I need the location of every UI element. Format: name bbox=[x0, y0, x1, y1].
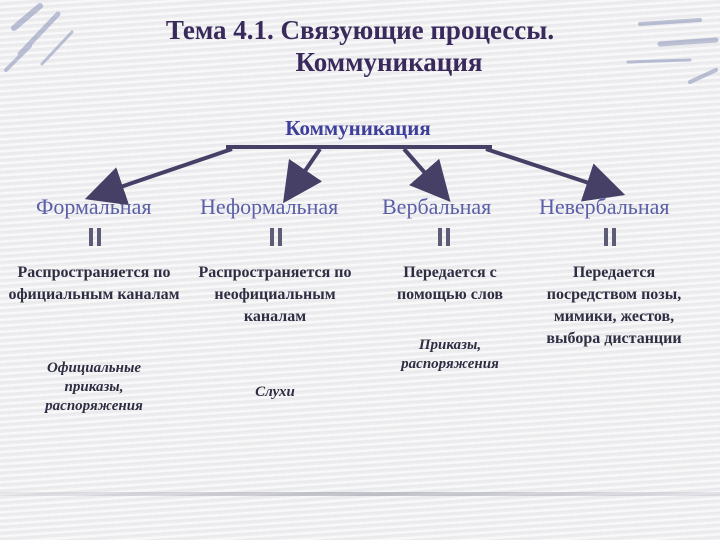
description-verbal: Передается с помощью слов bbox=[372, 262, 528, 306]
arrow-to-informal bbox=[292, 149, 320, 190]
equals-icon bbox=[89, 228, 103, 246]
example-formal: Официальные приказы, распоряжения bbox=[24, 359, 164, 416]
description-informal: Распространяется по неофициальным канала… bbox=[186, 262, 364, 328]
description-nonverbal: Передается посредством позы, мимики, жес… bbox=[532, 262, 696, 350]
example-verbal: Приказы, распоряжения bbox=[378, 336, 522, 374]
equals-icon bbox=[270, 228, 284, 246]
category-informal: Неформальная bbox=[200, 194, 338, 220]
category-formal: Формальная bbox=[36, 194, 151, 220]
equals-icon bbox=[438, 228, 452, 246]
arrow-to-formal bbox=[100, 149, 232, 194]
description-formal: Распространяется по официальным каналам bbox=[4, 262, 184, 306]
arrow-to-verbal bbox=[404, 149, 440, 190]
arrow-to-nonverbal bbox=[486, 149, 610, 190]
category-nonverbal: Невербальная bbox=[539, 194, 670, 220]
bottom-divider bbox=[0, 492, 720, 496]
equals-icon bbox=[604, 228, 618, 246]
category-verbal: Вербальная bbox=[382, 194, 491, 220]
example-informal: Слухи bbox=[220, 383, 330, 402]
